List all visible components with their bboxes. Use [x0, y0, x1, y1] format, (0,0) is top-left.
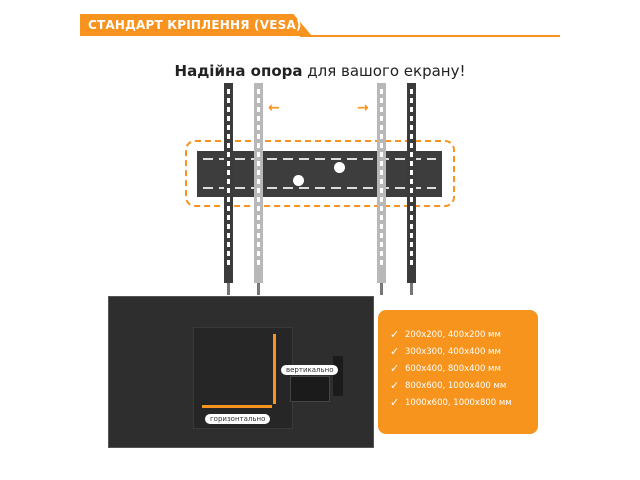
check-icon: ✓: [390, 379, 400, 392]
mount-rail-outer-right: [407, 83, 416, 283]
highlight-dashed-frame: [185, 140, 455, 207]
vertical-measure-arrow-icon: [273, 334, 276, 404]
spec-item: ✓ 1000x600, 1000x800 мм: [390, 394, 512, 411]
spec-item-text: 800x600, 1000x400 мм: [405, 380, 507, 391]
spec-item: ✓ 300x300, 400x400 мм: [390, 343, 512, 360]
mount-rail-inner-left: [254, 83, 263, 283]
arrow-right-icon: →: [357, 100, 369, 116]
spec-item-text: 600x400, 800x400 мм: [405, 363, 501, 374]
mount-wall-plate: [197, 151, 442, 197]
plate-hole-left: [293, 175, 304, 186]
tagline: Надійна опора для вашого екрану!: [0, 62, 640, 80]
spec-item: ✓ 800x600, 1000x400 мм: [390, 377, 512, 394]
plate-hole-right: [334, 162, 345, 173]
plate-slots-top: [203, 158, 436, 160]
mount-rail-outer-left: [224, 83, 233, 283]
tv-side-buttons: [333, 356, 343, 396]
horizontal-measure-arrow-icon: [202, 405, 272, 408]
arrow-left-icon: ←: [268, 100, 280, 116]
tagline-bold: Надійна опора: [174, 62, 303, 80]
rail-foot: [410, 283, 413, 295]
tv-vesa-panel: [193, 327, 293, 429]
rail-foot: [257, 283, 260, 295]
spec-item: ✓ 200x200, 400x200 мм: [390, 326, 512, 343]
horizontal-label: горизонтально: [205, 414, 271, 424]
vesa-spec-list: ✓ 200x200, 400x200 мм ✓ 300x300, 400x400 м…: [390, 326, 512, 411]
tv-ports-panel: [290, 376, 330, 402]
mount-rail-inner-right: [377, 83, 386, 283]
vesa-spec-box: ✓ 200x200, 400x200 мм ✓ 300x300, 400x400 м…: [378, 310, 538, 434]
spec-item: ✓ 600x400, 800x400 мм: [390, 360, 512, 377]
vertical-label: вертикально: [281, 365, 339, 375]
check-icon: ✓: [390, 362, 400, 375]
header-banner: [80, 14, 312, 36]
check-icon: ✓: [390, 328, 400, 341]
check-icon: ✓: [390, 345, 400, 358]
spec-item-text: 1000x600, 1000x800 мм: [405, 397, 512, 408]
header-title: СТАНДАРТ КРІПЛЕННЯ (VESA): [88, 18, 302, 32]
rail-foot: [380, 283, 383, 295]
spec-item-text: 200x200, 400x200 мм: [405, 329, 501, 340]
check-icon: ✓: [390, 396, 400, 409]
plate-slots-bottom: [203, 187, 436, 189]
rail-foot: [227, 283, 230, 295]
spec-item-text: 300x300, 400x400 мм: [405, 346, 501, 357]
tagline-rest: для вашого екрану!: [302, 62, 466, 80]
header-divider: [300, 35, 560, 37]
